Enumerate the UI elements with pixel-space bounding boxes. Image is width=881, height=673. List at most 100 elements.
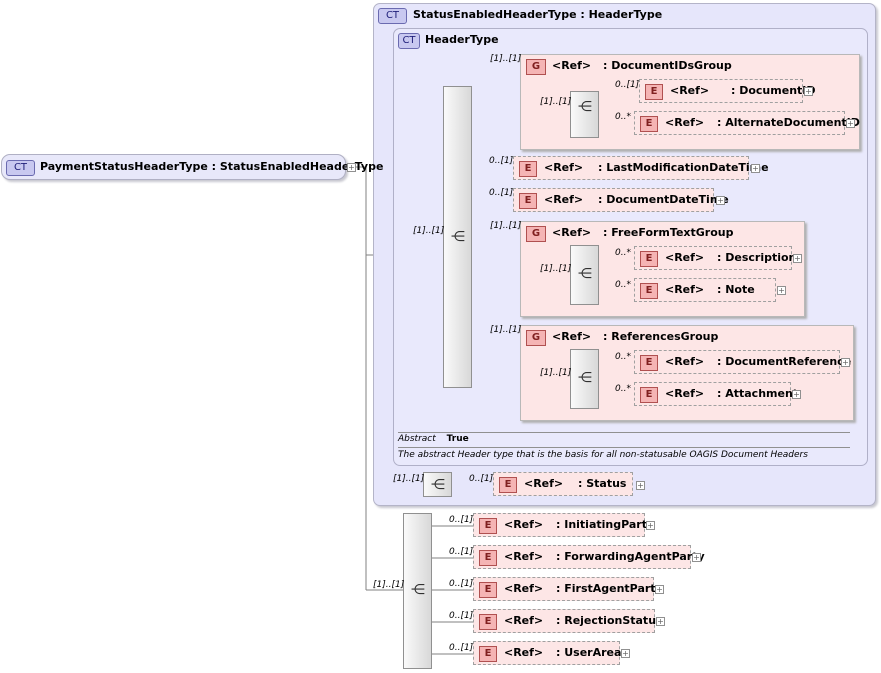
element-user-area[interactable]: E <Ref> : UserArea bbox=[473, 641, 622, 665]
element-badge: E bbox=[479, 646, 497, 662]
expand-icon[interactable]: + bbox=[846, 119, 855, 128]
ct-badge: CT bbox=[6, 160, 35, 176]
element-name: : DocumentReference bbox=[717, 355, 852, 368]
expand-icon[interactable]: + bbox=[621, 649, 630, 658]
element-badge: E bbox=[645, 84, 663, 100]
element-description[interactable]: E <Ref> : Description bbox=[634, 246, 796, 270]
element-badge: E bbox=[499, 477, 517, 493]
ref-label: <Ref> bbox=[524, 477, 564, 490]
ref-label: <Ref> bbox=[504, 518, 544, 531]
expand-icon[interactable]: + bbox=[793, 254, 802, 263]
element-name: : DocumentDateTime bbox=[598, 193, 729, 206]
expand-icon[interactable]: + bbox=[636, 481, 645, 490]
ref-label: <Ref> bbox=[665, 355, 705, 368]
element-badge: E bbox=[519, 161, 537, 177]
element-document-id[interactable]: E <Ref> : DocumentID bbox=[639, 79, 816, 103]
ref-label: <Ref> bbox=[504, 646, 544, 659]
cardinality: 0..[1] bbox=[489, 188, 514, 198]
expand-icon[interactable]: + bbox=[692, 553, 701, 562]
ref-label: <Ref> bbox=[670, 84, 710, 97]
cardinality: 0..[1] bbox=[489, 156, 514, 166]
expand-icon[interactable]: + bbox=[347, 163, 356, 172]
sequence-icon: ⋲ bbox=[411, 582, 425, 598]
cardinality: [1]..[1] bbox=[373, 580, 405, 590]
element-attachment[interactable]: E <Ref> : Attachment bbox=[634, 382, 798, 406]
cardinality: 0..[1] bbox=[449, 611, 474, 621]
abstract-row: Abstract True bbox=[398, 432, 850, 444]
sequence-icon: ⋲ bbox=[578, 99, 592, 115]
sequence-compositor[interactable] bbox=[570, 91, 599, 138]
element-name: : UserArea bbox=[556, 646, 622, 659]
group-name: : DocumentIDsGroup bbox=[603, 59, 732, 72]
cardinality: [1]..[1] bbox=[413, 226, 445, 236]
cardinality: [1]..[1] bbox=[540, 97, 572, 107]
header-type-title: HeaderType bbox=[425, 33, 499, 46]
sequence-compositor[interactable] bbox=[570, 349, 599, 409]
ref-label: <Ref> bbox=[544, 193, 584, 206]
cardinality: [1]..[1] bbox=[490, 54, 522, 64]
element-initiating-party[interactable]: E <Ref> : InitiatingParty bbox=[473, 513, 654, 537]
element-name: : AlternateDocumentID bbox=[717, 116, 860, 129]
element-badge: E bbox=[640, 387, 658, 403]
expand-icon[interactable]: + bbox=[655, 585, 664, 594]
abstract-value: True bbox=[446, 434, 469, 444]
ct-badge: CT bbox=[378, 8, 407, 24]
group-name: : FreeFormTextGroup bbox=[603, 226, 734, 239]
cardinality: 0..* bbox=[615, 248, 631, 258]
element-badge: E bbox=[479, 550, 497, 566]
element-note[interactable]: E <Ref> : Note bbox=[634, 278, 776, 302]
ref-label: <Ref> bbox=[504, 582, 544, 595]
expand-icon[interactable]: + bbox=[716, 196, 725, 205]
element-forwarding-agent-party[interactable]: E <Ref> : ForwardingAgentParty bbox=[473, 545, 705, 569]
element-name: : FirstAgentParty bbox=[556, 582, 663, 595]
sequence-compositor[interactable] bbox=[423, 472, 452, 497]
element-status[interactable]: E <Ref> : Status bbox=[493, 472, 633, 496]
abstract-label: Abstract bbox=[398, 434, 436, 444]
element-document-date-time[interactable]: E <Ref> : DocumentDateTime bbox=[513, 188, 729, 212]
cardinality: 0..[1] bbox=[449, 547, 474, 557]
root-title: PaymentStatusHeaderType : StatusEnabledH… bbox=[40, 160, 384, 173]
element-document-reference[interactable]: E <Ref> : DocumentReference bbox=[634, 350, 851, 374]
sequence-icon: ⋲ bbox=[578, 266, 592, 282]
element-alternate-document-id[interactable]: E <Ref> : AlternateDocumentID bbox=[634, 111, 860, 135]
expand-icon[interactable]: + bbox=[792, 390, 801, 399]
cardinality: [1]..[1] bbox=[540, 264, 572, 274]
expand-icon[interactable]: + bbox=[804, 87, 813, 96]
sequence-compositor[interactable] bbox=[443, 86, 472, 388]
expand-icon[interactable]: + bbox=[656, 617, 665, 626]
documentation-text: The abstract Header type that is the bas… bbox=[398, 447, 850, 460]
element-badge: E bbox=[479, 614, 497, 630]
sequence-compositor[interactable] bbox=[403, 513, 432, 669]
ref-label: <Ref> bbox=[504, 614, 544, 627]
expand-icon[interactable]: + bbox=[646, 521, 655, 530]
element-name: : RejectionStatus bbox=[556, 614, 663, 627]
element-name: : Note bbox=[717, 283, 755, 296]
cardinality: [1]..[1] bbox=[490, 221, 522, 231]
cardinality: [1]..[1] bbox=[490, 325, 522, 335]
element-name: : InitiatingParty bbox=[556, 518, 655, 531]
element-badge: E bbox=[519, 193, 537, 209]
expand-icon[interactable]: + bbox=[841, 358, 850, 367]
ref-label: <Ref> bbox=[665, 251, 705, 264]
ct-badge: CT bbox=[398, 33, 420, 49]
element-badge: E bbox=[640, 116, 658, 132]
ref-label: <Ref> bbox=[665, 116, 705, 129]
element-badge: E bbox=[479, 582, 497, 598]
element-name: : Description bbox=[717, 251, 797, 264]
payment-status-header-type-box[interactable] bbox=[1, 154, 346, 180]
group-badge: G bbox=[526, 226, 546, 242]
sequence-compositor[interactable] bbox=[570, 245, 599, 305]
sequence-icon: ⋲ bbox=[451, 229, 465, 245]
sequence-icon: ⋲ bbox=[431, 477, 445, 493]
expand-icon[interactable]: + bbox=[777, 286, 786, 295]
cardinality: 0..* bbox=[615, 112, 631, 122]
expand-icon[interactable]: + bbox=[751, 164, 760, 173]
element-name: : DocumentID bbox=[731, 84, 816, 97]
cardinality: 0..[1] bbox=[449, 579, 474, 589]
element-rejection-status[interactable]: E <Ref> : RejectionStatus bbox=[473, 609, 663, 633]
element-badge: E bbox=[640, 283, 658, 299]
cardinality: [1]..[1] bbox=[540, 368, 572, 378]
element-first-agent-party[interactable]: E <Ref> : FirstAgentParty bbox=[473, 577, 663, 601]
element-last-modification-date-time[interactable]: E <Ref> : LastModificationDateTime bbox=[513, 156, 769, 180]
sequence-icon: ⋲ bbox=[578, 370, 592, 386]
